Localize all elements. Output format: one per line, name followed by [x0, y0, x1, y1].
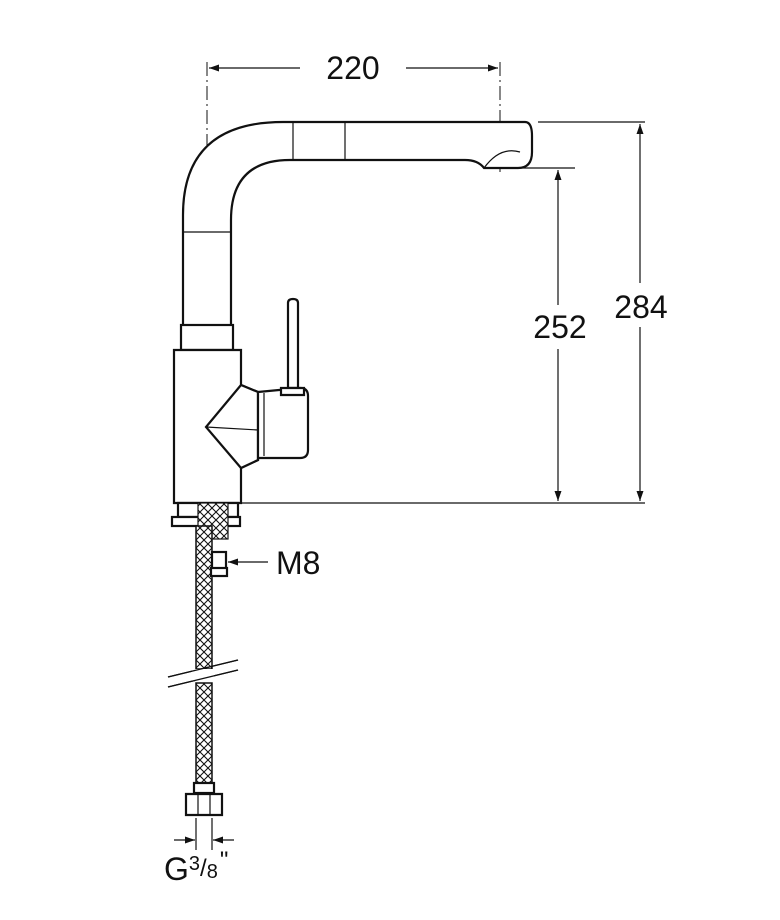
flexible-hose-lower: [195, 682, 213, 784]
dim-hose-thread-label: G3/8": [164, 847, 228, 887]
dim-total-height-label: 284: [614, 289, 667, 325]
dim-outlet-height-label: 252: [533, 309, 586, 345]
lever-housing: [256, 386, 310, 460]
spout: [181, 120, 534, 352]
thread-g: G: [164, 851, 189, 887]
dim-fixing-thread-label: M8: [276, 545, 320, 581]
flexible-hose-upper: [195, 525, 213, 670]
thread-numerator: 3: [189, 853, 200, 875]
dimension-252: 252: [241, 167, 645, 504]
thread-denominator: 8: [207, 861, 218, 883]
faucet-outline: [170, 120, 534, 528]
dimension-220: 220: [209, 50, 498, 86]
dimension-m8: M8: [228, 545, 320, 581]
spout-collar: [179, 323, 235, 352]
hose-assembly: [167, 502, 239, 817]
dimension-284: 284: [538, 121, 675, 501]
hose-connector-nut: [184, 792, 224, 817]
dim-spout-reach-label: 220: [326, 50, 379, 86]
dimension-hose-thread: G3/8": [164, 818, 234, 887]
center-lines: [206, 62, 501, 372]
lever-handle: [286, 297, 300, 390]
thread-inch: ": [220, 847, 229, 874]
thread-slash: /: [200, 855, 207, 882]
